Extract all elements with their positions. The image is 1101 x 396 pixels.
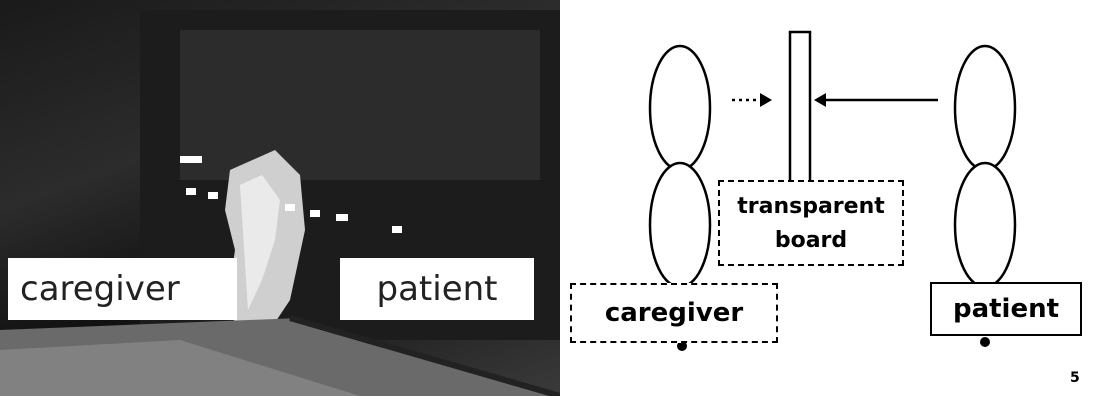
diagram-board-label: transparent board — [718, 180, 904, 266]
patient-marker — [980, 337, 990, 347]
caregiver-gaze-arrowhead — [760, 93, 772, 107]
transparent-board — [790, 32, 810, 182]
board-label-line1: transparent — [720, 190, 902, 224]
photo-scene — [0, 0, 560, 396]
photo-patient-label: patient — [340, 258, 534, 320]
patient-figure — [955, 46, 1015, 287]
patient-head-ellipse — [955, 46, 1015, 170]
caregiver-figure — [650, 46, 710, 287]
caregiver-body-ellipse — [650, 163, 710, 287]
board-label-line2: board — [720, 224, 902, 258]
patient-body-ellipse — [955, 163, 1015, 287]
patient-gaze-arrowhead — [814, 93, 826, 107]
caregiver-head-ellipse — [650, 46, 710, 170]
experiment-photo: caregiver patient — [0, 0, 560, 396]
diagram-patient-label: patient — [930, 282, 1082, 336]
photo-caregiver-label: caregiver — [8, 258, 237, 320]
setup-diagram: caregiver transparent board patient — [560, 0, 1101, 396]
diagram-caregiver-label: caregiver — [570, 283, 778, 343]
photo-lit-area — [180, 30, 540, 180]
page-number: 5 — [1070, 370, 1080, 386]
